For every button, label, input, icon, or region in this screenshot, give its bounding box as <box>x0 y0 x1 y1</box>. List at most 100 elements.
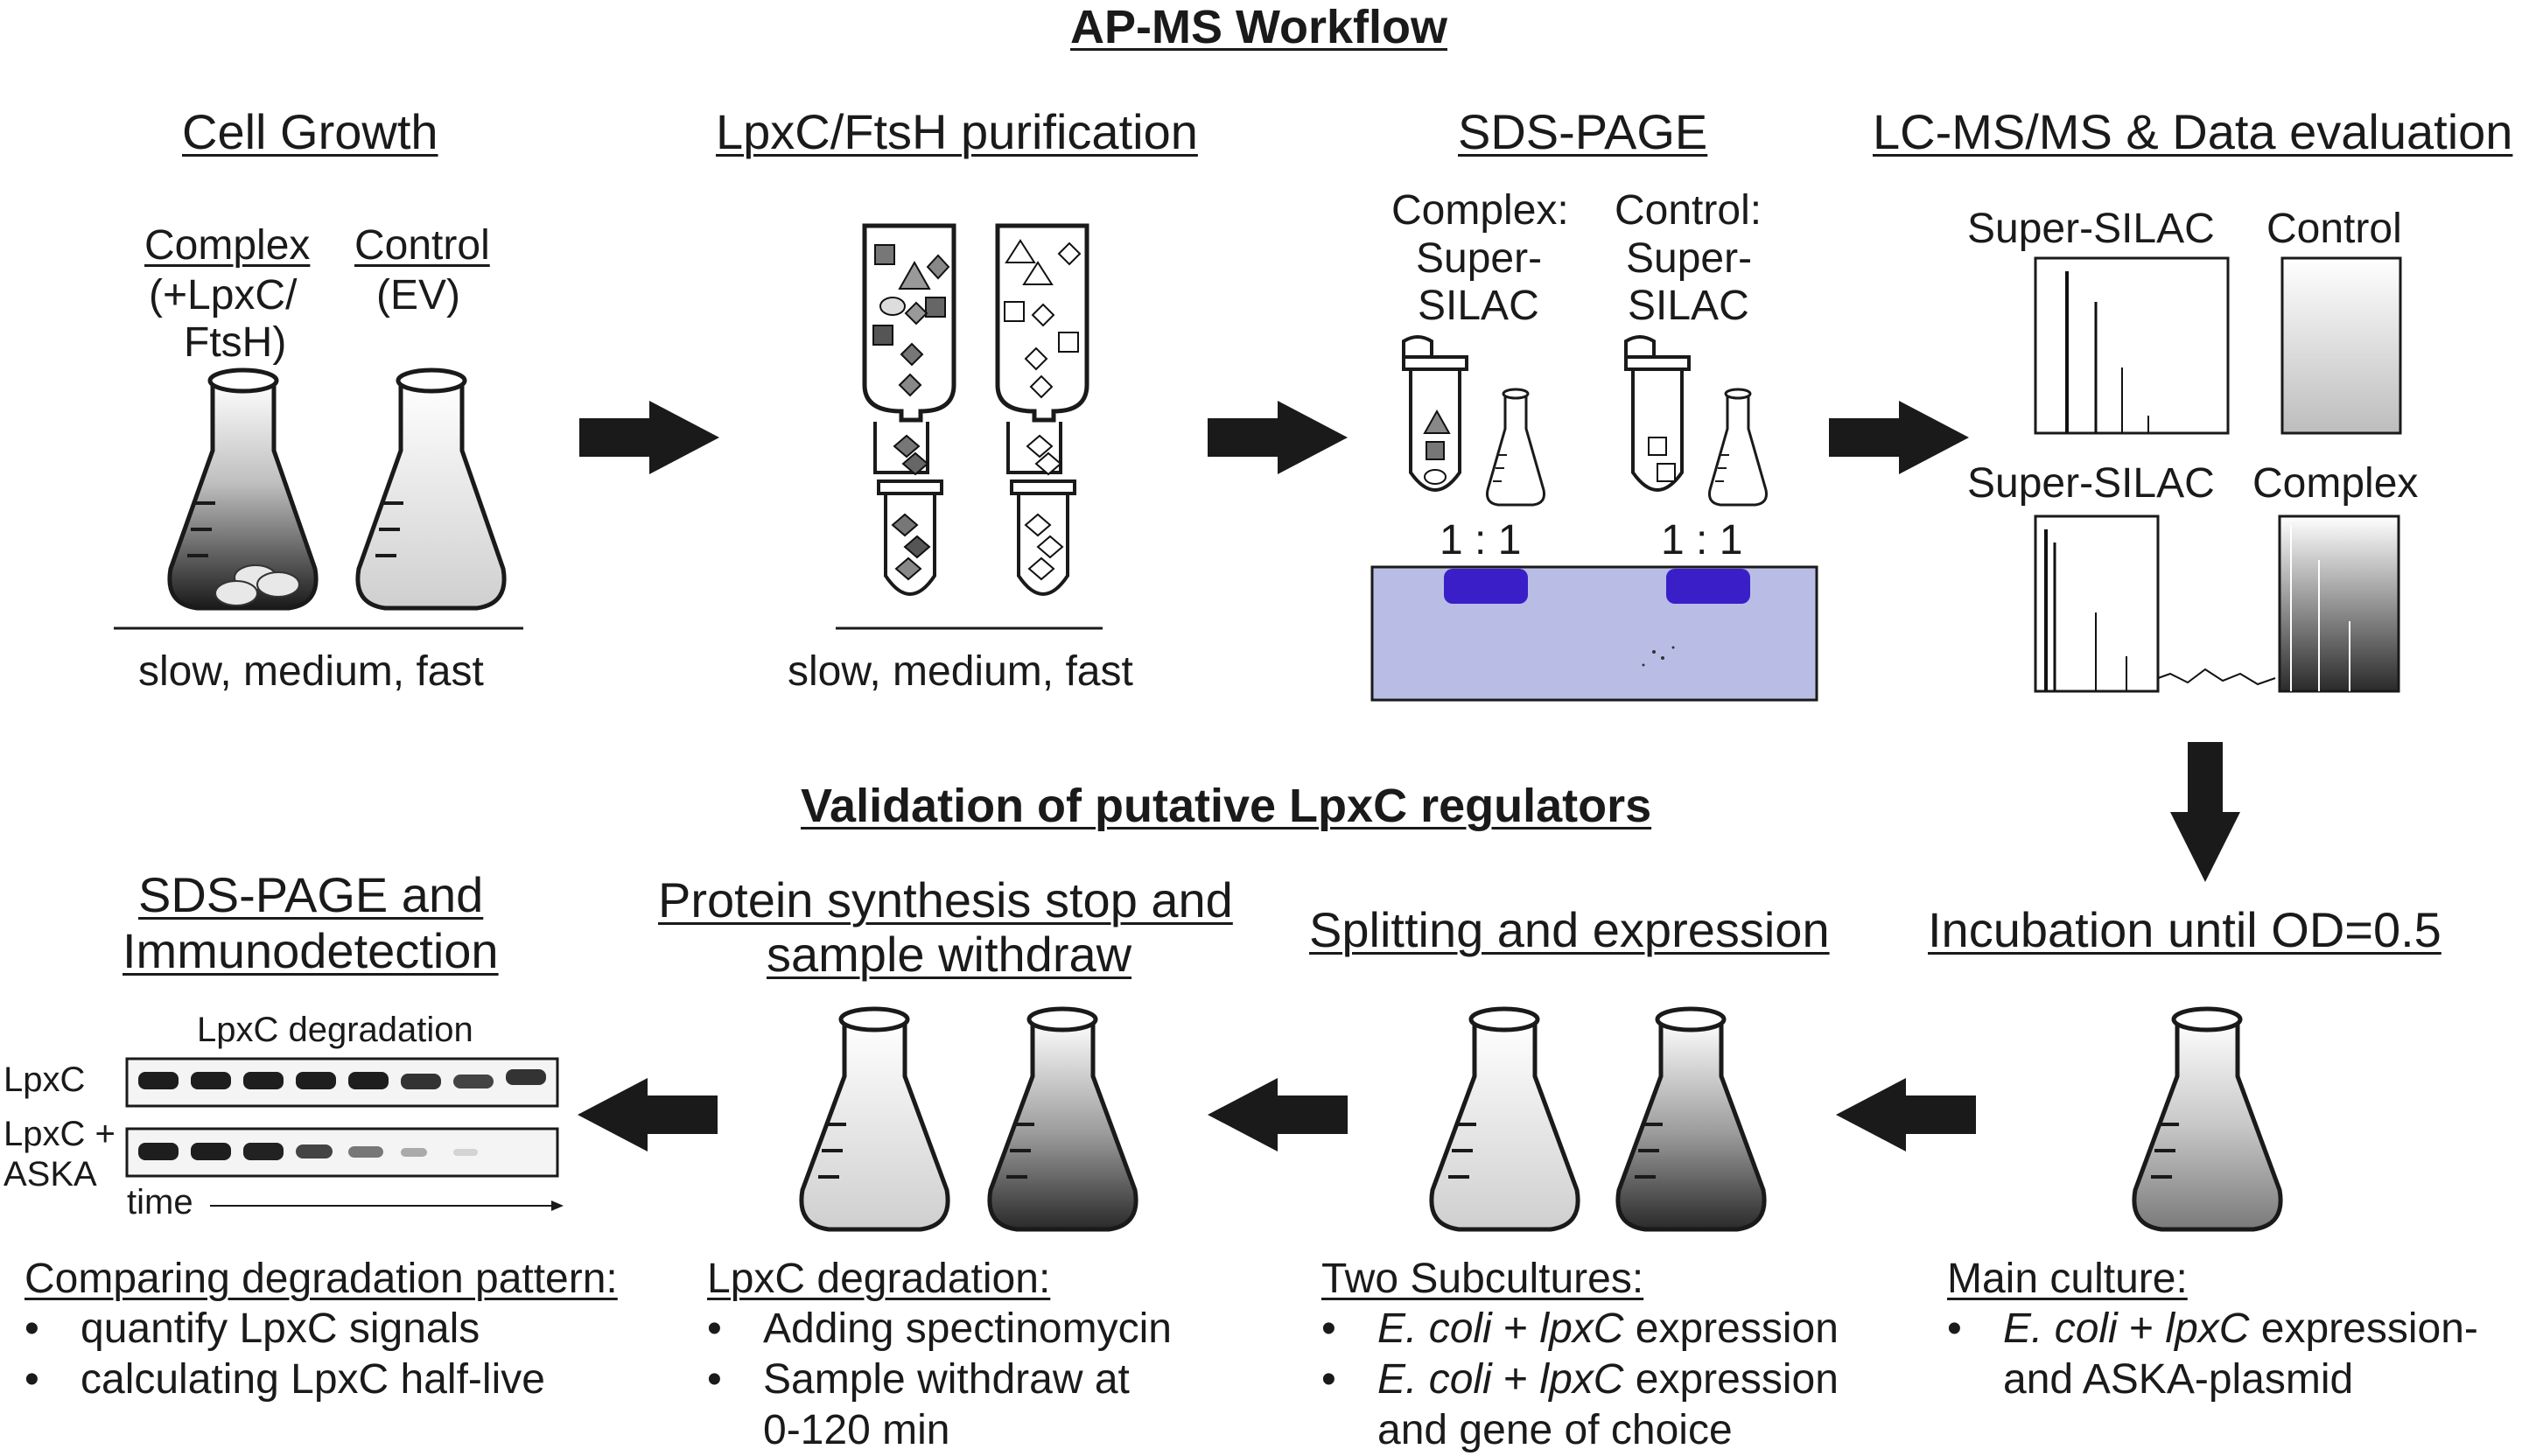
bullet-cont: and ASKA-plasmid <box>2003 1356 2354 1403</box>
gene-text: lpxC <box>1539 1356 1624 1403</box>
purification-column-control-icon <box>995 223 1089 596</box>
bullet-item: • quantify LpxC signals <box>16 1304 545 1354</box>
synthesis-heading: LpxC degradation: <box>707 1256 1051 1302</box>
bullet-rest: expression <box>1623 1306 1839 1352</box>
bullet-rest: expression- <box>2249 1306 2478 1352</box>
page-title: AP-MS Workflow <box>1070 1 1447 53</box>
sds-complex-l1: Complex: <box>1391 187 1569 234</box>
bullet-cont: and gene of choice <box>1377 1407 1733 1453</box>
arrow-right-2-icon <box>1208 401 1348 474</box>
bullet-item: • Sample withdraw at <box>698 1354 1172 1405</box>
blot-row2-label-2: ASKA <box>4 1155 97 1194</box>
plus-text: + <box>1491 1356 1540 1403</box>
immuno-title-2: Immunodetection <box>123 923 499 978</box>
flask-subculture-1-icon <box>1429 1006 1580 1232</box>
bullet-icon: • <box>707 1306 722 1352</box>
bullet-text: Adding spectinomycin <box>763 1306 1172 1352</box>
species-text: E. coli <box>1377 1306 1492 1352</box>
bullet-icon: • <box>707 1356 722 1403</box>
incubation-title: Incubation until OD=0.5 <box>1928 902 2441 957</box>
synthesis-title-2: sample withdraw <box>767 927 1132 982</box>
bullet-icon: • <box>25 1306 39 1352</box>
bullet-item-cont: 0-120 min <box>698 1405 1172 1456</box>
sds-complex-l2: Super- <box>1416 235 1543 282</box>
complex-label: Complex <box>144 222 311 269</box>
ms-spectrum-top-left <box>2034 256 2230 435</box>
bullet-text: Sample withdraw at <box>763 1356 1130 1403</box>
incubation-heading: Main culture: <box>1947 1256 2188 1302</box>
bullet-icon: • <box>1947 1306 1962 1352</box>
sds-complex-tube-icon <box>1402 335 1468 492</box>
flask-control-icon <box>355 368 507 611</box>
bullet-text: calculating LpxC half-live <box>81 1356 545 1403</box>
cell-growth-rates: slow, medium, fast <box>138 648 484 695</box>
synthesis-bullets: • Adding spectinomycin • Sample withdraw a… <box>698 1304 1172 1456</box>
lcms-top-right-label: Control <box>2266 206 2402 252</box>
ratio-right: 1 : 1 <box>1661 517 1743 564</box>
sds-complex-flask-icon <box>1486 388 1545 507</box>
complex-sub1: (+LpxC/ <box>149 272 298 318</box>
bullet-item: • Adding spectinomycin <box>698 1304 1172 1354</box>
plus-text: + <box>2117 1306 2166 1352</box>
lcms-top-left-label: Super-SILAC <box>1967 206 2215 252</box>
control-sub: (EV) <box>376 272 460 318</box>
bullet-icon: • <box>1321 1356 1336 1403</box>
bullet-item: • E. coli + lpxC expression <box>1313 1304 1839 1354</box>
flask-subculture-2-icon <box>1615 1006 1767 1232</box>
arrow-right-1-icon <box>579 401 719 474</box>
flask-withdraw-1-icon <box>799 1006 950 1232</box>
species-text: E. coli <box>2003 1306 2118 1352</box>
immuno-heading: Comparing degradation pattern: <box>25 1256 618 1302</box>
cell-growth-title: Cell Growth <box>182 104 438 159</box>
blot-row2-label-1: LpxC + <box>4 1115 116 1153</box>
ms-spectrum-bottom-left <box>2034 514 2276 693</box>
flask-withdraw-2-icon <box>987 1006 1138 1232</box>
bullet-rest: expression <box>1623 1356 1839 1403</box>
ms-spectrum-top-right <box>2280 256 2402 435</box>
bullet-item-cont: and ASKA-plasmid <box>1938 1354 2478 1405</box>
sds-control-l1: Control: <box>1615 187 1762 234</box>
gene-text: lpxC <box>2165 1306 2250 1352</box>
synthesis-title-1: Protein synthesis stop and <box>658 872 1233 928</box>
arrow-right-3-icon <box>1829 401 1969 474</box>
arrow-left-2-icon <box>1208 1078 1348 1152</box>
lcms-title: LC-MS/MS & Data evaluation <box>1873 104 2513 159</box>
bullet-icon: • <box>25 1356 39 1403</box>
arrow-down-icon <box>2170 742 2240 882</box>
ms-spectrum-bottom-right <box>2278 514 2400 693</box>
blot-title: LpxC degradation <box>197 1011 473 1049</box>
arrow-left-1-icon <box>1836 1078 1976 1152</box>
gene-text: lpxC <box>1539 1306 1624 1352</box>
complex-sub2: FtsH) <box>184 319 287 366</box>
control-label: Control <box>354 222 490 269</box>
blot-time-label: time <box>127 1183 193 1222</box>
blot-row1-label: LpxC <box>4 1060 86 1099</box>
immuno-bullets: • quantify LpxC signals • calculating LpxC… <box>16 1304 545 1405</box>
arrow-left-3-icon <box>578 1078 718 1152</box>
bullet-item-cont: and gene of choice <box>1313 1405 1839 1456</box>
bullet-cont: 0-120 min <box>763 1407 950 1453</box>
incubation-bullets: • E. coli + lpxC expression- and ASKA-pl… <box>1938 1304 2478 1405</box>
sds-control-l2: Super- <box>1626 235 1753 282</box>
section2-title: Validation of putative LpxC regulators <box>801 780 1652 832</box>
bullet-item: • E. coli + lpxC expression- <box>1938 1304 2478 1354</box>
sds-control-flask-icon <box>1708 388 1768 507</box>
splitting-heading: Two Subcultures: <box>1321 1256 1644 1302</box>
lcms-bottom-left-label: Super-SILAC <box>1967 460 2215 507</box>
purification-title: LpxC/FtsH purification <box>716 104 1198 159</box>
splitting-title: Splitting and expression <box>1309 902 1830 957</box>
bullet-text: quantify LpxC signals <box>81 1306 480 1352</box>
flask-complex-icon <box>167 368 319 611</box>
sds-gel-image <box>1370 565 1818 702</box>
bullet-item: • calculating LpxC half-live <box>16 1354 545 1405</box>
species-text: E. coli <box>1377 1356 1492 1403</box>
splitting-bullets: • E. coli + lpxC expression • E. coli + … <box>1313 1304 1839 1456</box>
lcms-bottom-right-label: Complex <box>2252 460 2419 507</box>
bullet-item: • E. coli + lpxC expression <box>1313 1354 1839 1405</box>
sds-complex-l3: SILAC <box>1418 283 1539 329</box>
flask-main-culture-icon <box>2132 1006 2283 1232</box>
purification-rates: slow, medium, fast <box>788 648 1133 695</box>
ratio-left: 1 : 1 <box>1440 517 1522 564</box>
sds-page-title: SDS-PAGE <box>1458 104 1708 159</box>
